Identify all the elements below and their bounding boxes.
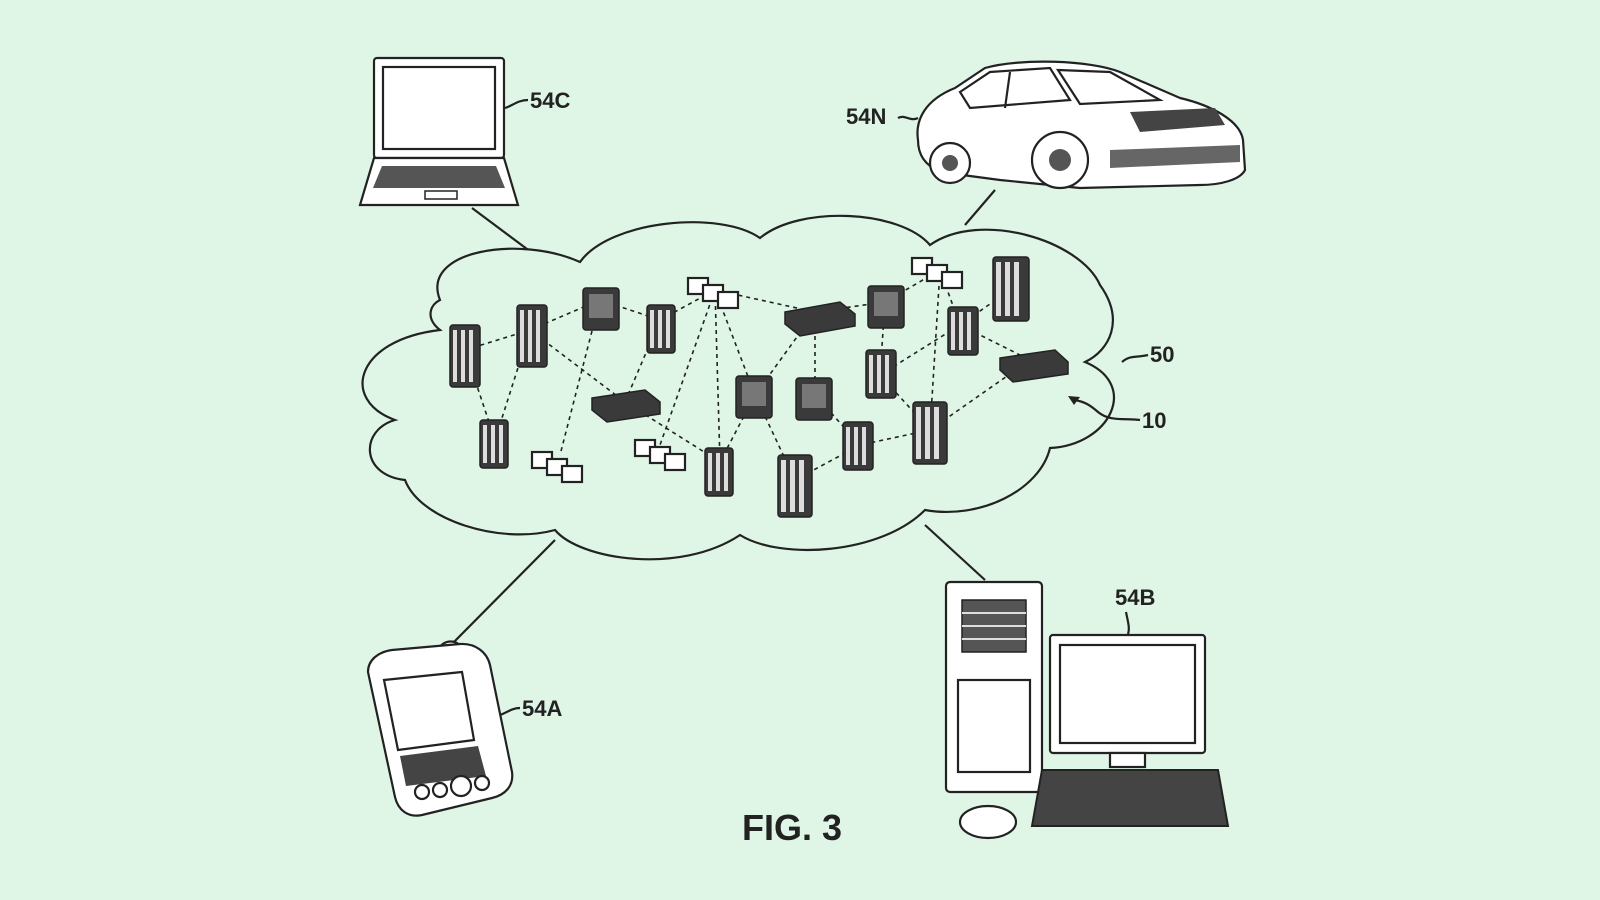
device-links bbox=[447, 189, 996, 649]
link-pda bbox=[447, 539, 556, 649]
car-windshield bbox=[1055, 68, 1164, 106]
car-door-pillar bbox=[1003, 71, 1012, 109]
blade-server-icon bbox=[735, 375, 773, 419]
figure-caption: FIG. 3 bbox=[742, 807, 842, 848]
link-laptop bbox=[471, 207, 536, 256]
pda-button bbox=[431, 781, 449, 799]
link-desktop bbox=[924, 524, 986, 581]
label-54a: 54A bbox=[522, 696, 562, 721]
leader-54b bbox=[1124, 611, 1130, 635]
car-grille bbox=[1130, 108, 1225, 132]
tower-panel bbox=[956, 678, 1032, 774]
leader-54c bbox=[504, 98, 529, 110]
server-rack-icon bbox=[947, 306, 979, 356]
switch-icon bbox=[999, 349, 1069, 383]
leader-10 bbox=[1074, 398, 1141, 422]
workstation-cluster-icon bbox=[686, 276, 740, 310]
label-10: 10 bbox=[1142, 408, 1166, 433]
server-rack-icon bbox=[479, 419, 509, 469]
pda-button bbox=[413, 783, 431, 801]
server-racks bbox=[449, 256, 1030, 518]
server-rack-icon bbox=[865, 349, 897, 399]
label-54c: 54C bbox=[530, 88, 570, 113]
leader-54n bbox=[897, 115, 919, 121]
label-54n: 54N bbox=[846, 104, 886, 129]
pda-screen bbox=[382, 670, 476, 752]
keyboard bbox=[1030, 769, 1230, 827]
workstation-cluster-icon bbox=[910, 256, 964, 290]
leader-50 bbox=[1121, 353, 1149, 363]
leader-54a bbox=[499, 706, 521, 717]
label-50: 50 bbox=[1150, 342, 1174, 367]
workstation-cluster-icon bbox=[530, 450, 584, 484]
arrow-10 bbox=[1068, 396, 1080, 405]
network-switches bbox=[591, 301, 1069, 423]
car-bumper bbox=[1110, 145, 1240, 168]
server-rack-icon bbox=[449, 324, 481, 388]
cloud-labels: 50 10 bbox=[1068, 342, 1174, 433]
car-54n: 54N bbox=[846, 60, 1247, 190]
server-rack-icon bbox=[516, 304, 548, 368]
server-rack-icon bbox=[646, 304, 676, 354]
server-rack-icon bbox=[777, 454, 813, 518]
server-rack-icon bbox=[992, 256, 1030, 322]
pda-54a: 54A bbox=[366, 640, 562, 817]
laptop-keyboard bbox=[373, 166, 505, 188]
workstation-clusters bbox=[530, 256, 964, 484]
blade-server-icon bbox=[582, 287, 620, 331]
switch-icon bbox=[784, 301, 856, 337]
pda-button bbox=[473, 774, 491, 792]
desktop-54b: 54B bbox=[944, 580, 1230, 840]
car-rear-hub bbox=[942, 155, 958, 171]
server-rack-icon bbox=[842, 421, 874, 471]
link-car bbox=[964, 189, 996, 226]
laptop-54c: 54C bbox=[358, 56, 570, 207]
monitor-screen bbox=[1058, 643, 1197, 745]
mouse bbox=[958, 804, 1018, 840]
blade-server-icon bbox=[795, 377, 833, 421]
monitor-stand bbox=[1108, 751, 1147, 769]
laptop-touchpad bbox=[424, 190, 458, 200]
blade-servers bbox=[582, 285, 905, 421]
server-rack-icon bbox=[704, 447, 734, 497]
label-54b: 54B bbox=[1115, 585, 1155, 610]
pda-button bbox=[449, 774, 473, 798]
workstation-cluster-icon bbox=[633, 438, 687, 472]
switch-icon bbox=[591, 389, 661, 423]
blade-server-icon bbox=[867, 285, 905, 329]
car-side-window bbox=[958, 66, 1072, 110]
server-rack-icon bbox=[912, 401, 948, 465]
car-front-hub bbox=[1049, 149, 1071, 171]
laptop-screen bbox=[381, 65, 497, 151]
